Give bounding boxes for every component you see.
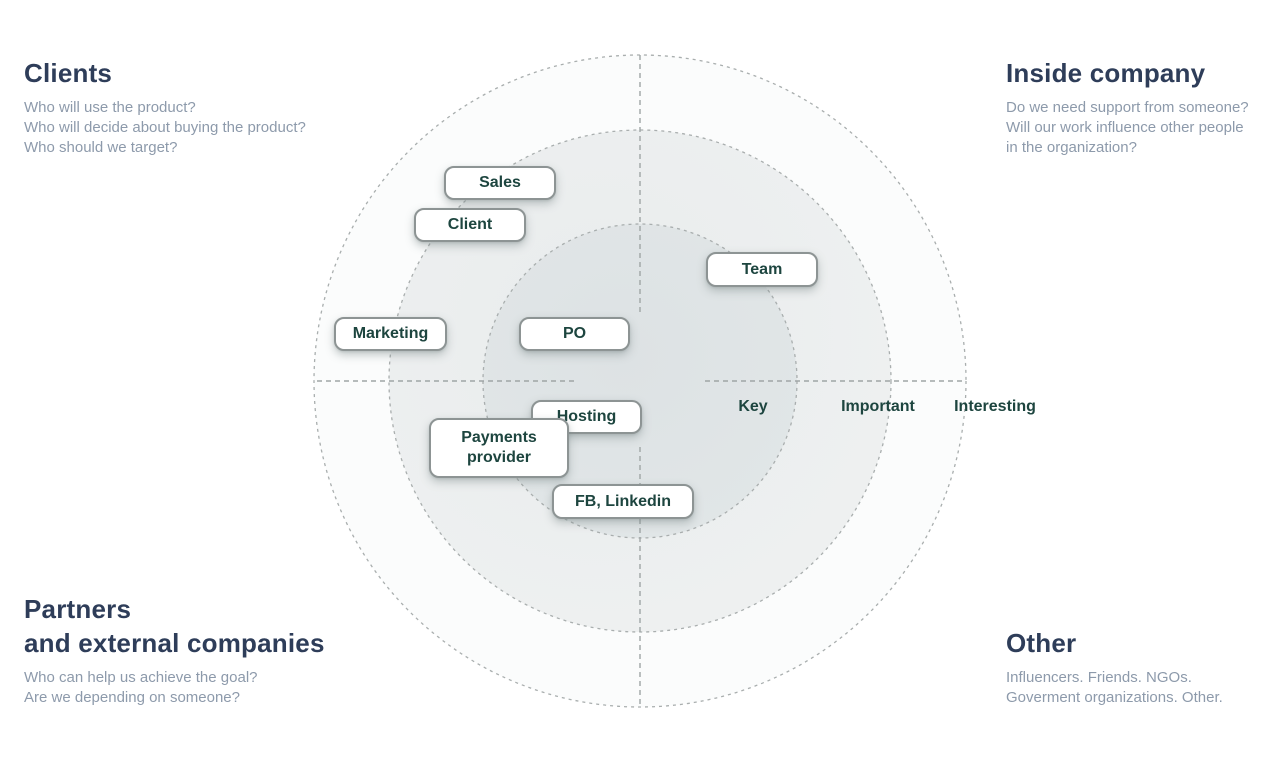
quadrant-partners-question: Who can help us achieve the goal?: [24, 669, 258, 686]
quadrant-partners-title: Partners and external companies: [24, 592, 364, 660]
quadrant-inside-company: Inside company Do we need support from s…: [1006, 56, 1266, 158]
quadrant-clients-title: Clients: [24, 58, 113, 88]
ring-label-important: Important: [841, 398, 915, 415]
quadrant-partners-title-line: Partners: [24, 594, 132, 624]
stakeholder-chip-marketing[interactable]: Marketing: [334, 317, 447, 351]
quadrant-clients-question: Who will decide about buying the product…: [24, 119, 306, 136]
quadrant-partners-question: Are we depending on someone?: [24, 689, 240, 706]
quadrant-inside-company-question: Do we need support from someone?: [1006, 99, 1249, 116]
stakeholder-chip-sales[interactable]: Sales: [444, 166, 556, 200]
quadrant-other-question: Influencers. Friends. NGOs.: [1006, 669, 1192, 686]
stakeholder-chip-client[interactable]: Client: [414, 208, 526, 242]
stakeholder-chip-payments-provider[interactable]: Payments provider: [429, 418, 569, 478]
quadrant-partners-title-line: and external companies: [24, 628, 325, 658]
ring-label-key: Key: [738, 398, 768, 415]
stakeholder-chip-po[interactable]: PO: [519, 317, 630, 351]
quadrant-clients-question: Who will use the product?: [24, 99, 196, 116]
stakeholder-chip-hosting[interactable]: Hosting: [531, 400, 642, 434]
quadrant-inside-company-question: in the organization?: [1006, 139, 1137, 156]
quadrant-other-title: Other: [1006, 628, 1077, 658]
quadrant-other-question: Goverment organizations. Other.: [1006, 689, 1223, 706]
quadrant-clients-question: Who should we target?: [24, 139, 178, 156]
stakeholder-chip-team[interactable]: Team: [706, 252, 818, 287]
quadrant-inside-company-title: Inside company: [1006, 58, 1206, 88]
quadrant-partners: Partners and external companies Who can …: [24, 592, 364, 708]
stakeholder-chip-fb-linkedin[interactable]: FB, Linkedin: [552, 484, 694, 519]
quadrant-clients: Clients Who will use the product? Who wi…: [24, 56, 354, 158]
quadrant-other: Other Influencers. Friends. NGOs. Goverm…: [1006, 626, 1266, 708]
ring-label-interesting: Interesting: [954, 398, 1036, 415]
quadrant-inside-company-question: Will our work influence other people: [1006, 119, 1244, 136]
